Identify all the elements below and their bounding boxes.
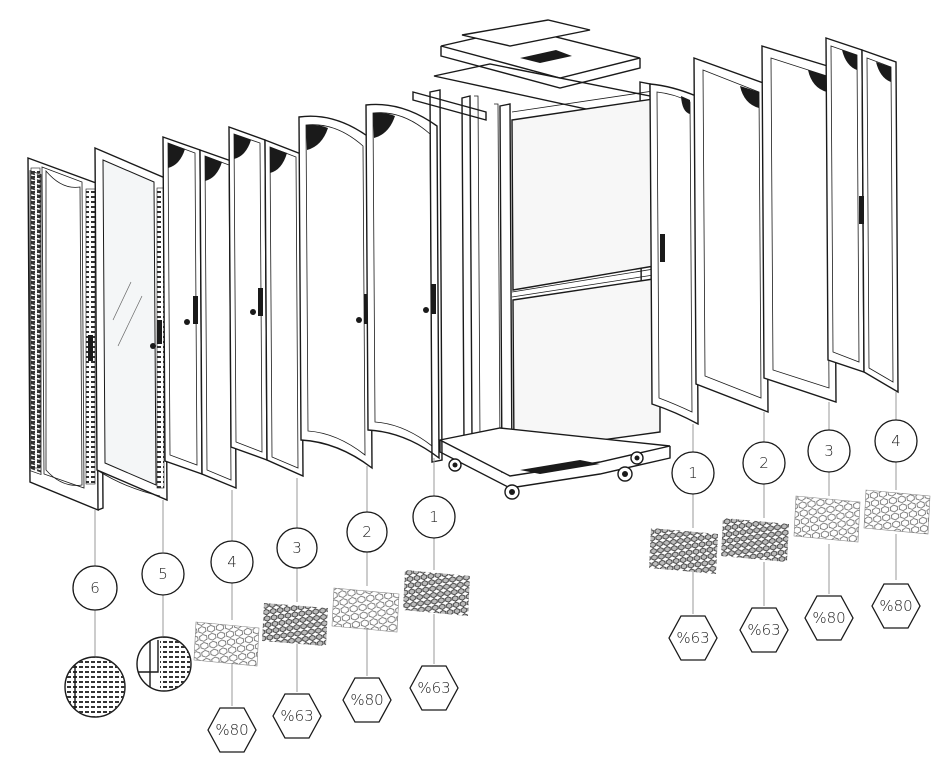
- hex-mesh-swatch-icon: [193, 621, 260, 667]
- hex-mesh-swatch-icon: [403, 570, 470, 616]
- hex-mesh-swatch-icon: [863, 489, 931, 535]
- perforation-left-4: %80: [207, 707, 257, 753]
- callout-number: 6: [90, 579, 100, 597]
- callout-right-4: 4: [874, 419, 918, 463]
- hex-mesh-swatch-icon: [262, 603, 328, 646]
- callout-right-3: 3: [807, 429, 851, 473]
- callout-number: 3: [292, 539, 302, 557]
- perforation-left-2: %80: [342, 677, 392, 723]
- mesh-door-3-right: [761, 45, 837, 403]
- louver-door-6: [27, 156, 104, 512]
- perforation-label: %80: [215, 721, 248, 739]
- perforation-right-3: %80: [804, 595, 854, 641]
- perforation-label: %80: [812, 609, 845, 627]
- callout-left-2: 2: [346, 511, 388, 553]
- perforation-label: %63: [417, 679, 450, 697]
- hex-mesh-swatch-icon: [721, 518, 789, 562]
- mesh-door-1-right: [649, 83, 699, 426]
- mesh-door-3-left: [228, 126, 304, 478]
- perforation-right-2: %63: [739, 607, 789, 653]
- callout-number: 4: [891, 432, 901, 450]
- mesh-door-2-left: [298, 115, 373, 470]
- perforation-left-1: %63: [409, 665, 459, 711]
- mesh-door-2-right: [693, 57, 769, 414]
- perforation-left-3: %63: [272, 693, 322, 739]
- callout-number: 2: [759, 454, 769, 472]
- callout-left-5: 5: [141, 552, 185, 596]
- leader-lines: [94, 392, 897, 706]
- perforation-label: %80: [350, 691, 383, 709]
- louver-door-icon: [64, 656, 126, 718]
- perforation-right-4: %80: [871, 583, 921, 629]
- perforation-label: %80: [879, 597, 912, 615]
- callout-left-4: 4: [210, 540, 254, 584]
- rack-cabinet-frame: [412, 19, 671, 500]
- perforation-label: %63: [747, 621, 780, 639]
- callout-right-2: 2: [742, 441, 786, 485]
- hex-mesh-swatch-icon: [649, 528, 718, 574]
- callout-number: 1: [688, 464, 698, 482]
- callout-left-1: 1: [412, 495, 456, 539]
- callout-left-3: 3: [276, 527, 318, 569]
- callout-number: 5: [158, 565, 168, 583]
- callout-number: 4: [227, 553, 237, 571]
- number-callouts: 6 5 4 3 2 1 1 2: [72, 419, 918, 611]
- mesh-swatches: [64, 489, 931, 718]
- callout-number: 3: [824, 442, 834, 460]
- perforation-right-1: %63: [668, 615, 718, 661]
- perforation-label: %63: [280, 707, 313, 725]
- callout-number: 1: [429, 508, 439, 526]
- mesh-door-4-left: [162, 136, 237, 490]
- perforation-callouts: %80 %63 %80 %63 %63 %63 %80 %80: [207, 583, 921, 753]
- mesh-door-1-left: [365, 103, 440, 460]
- callout-right-1: 1: [671, 451, 715, 495]
- callout-number: 2: [362, 523, 372, 541]
- hex-mesh-swatch-icon: [793, 495, 861, 543]
- hex-mesh-swatch-icon: [331, 587, 400, 633]
- glass-door-5: [94, 146, 168, 502]
- mesh-door-4-right: [825, 37, 899, 394]
- callout-left-6: 6: [72, 565, 118, 611]
- perforation-label: %63: [676, 629, 709, 647]
- glass-door-icon: [136, 636, 192, 692]
